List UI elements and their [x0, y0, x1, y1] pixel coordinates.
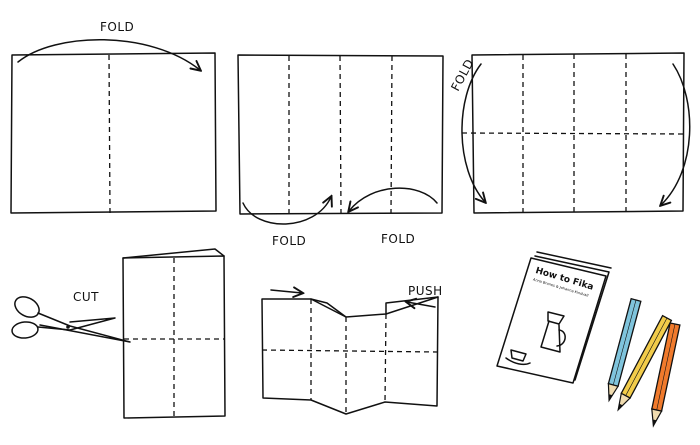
finished-zine-booklet: How to Fika Anna Brones & Johanna Kindva… — [496, 251, 612, 384]
step-1-sheet — [10, 52, 217, 214]
step-5-zigzag-paper — [261, 296, 439, 415]
step-5-right-push-arrow — [407, 302, 436, 307]
step-2-fold-right-arrow — [349, 187, 438, 211]
step-4-folded-paper — [122, 248, 226, 419]
step-2-fold-right-label: FOLD — [381, 232, 415, 246]
step-2-sheet — [237, 54, 444, 215]
step-5-push-label: PUSH — [408, 284, 443, 298]
step-3-fold-right-arrow — [661, 63, 691, 205]
step-2-fold-left-label: FOLD — [272, 234, 306, 248]
orange-pencil-icon — [651, 322, 681, 428]
scissors-icon — [11, 296, 131, 343]
step-1-fold-arrow — [17, 38, 200, 70]
step-4-cut-label: CUT — [73, 290, 99, 304]
coffee-cup-illustration — [505, 349, 531, 366]
yellow-pencil-icon — [617, 314, 673, 412]
step-3-sheet — [461, 52, 686, 214]
blue-pencil-icon — [607, 297, 642, 403]
step-1-fold-label: FOLD — [100, 20, 134, 34]
step-3-fold-left-arrow — [461, 63, 485, 202]
step-5-left-push-arrow — [270, 290, 302, 293]
step-2-fold-left-arrow — [242, 197, 331, 225]
coffee-pot-illustration — [540, 311, 566, 353]
